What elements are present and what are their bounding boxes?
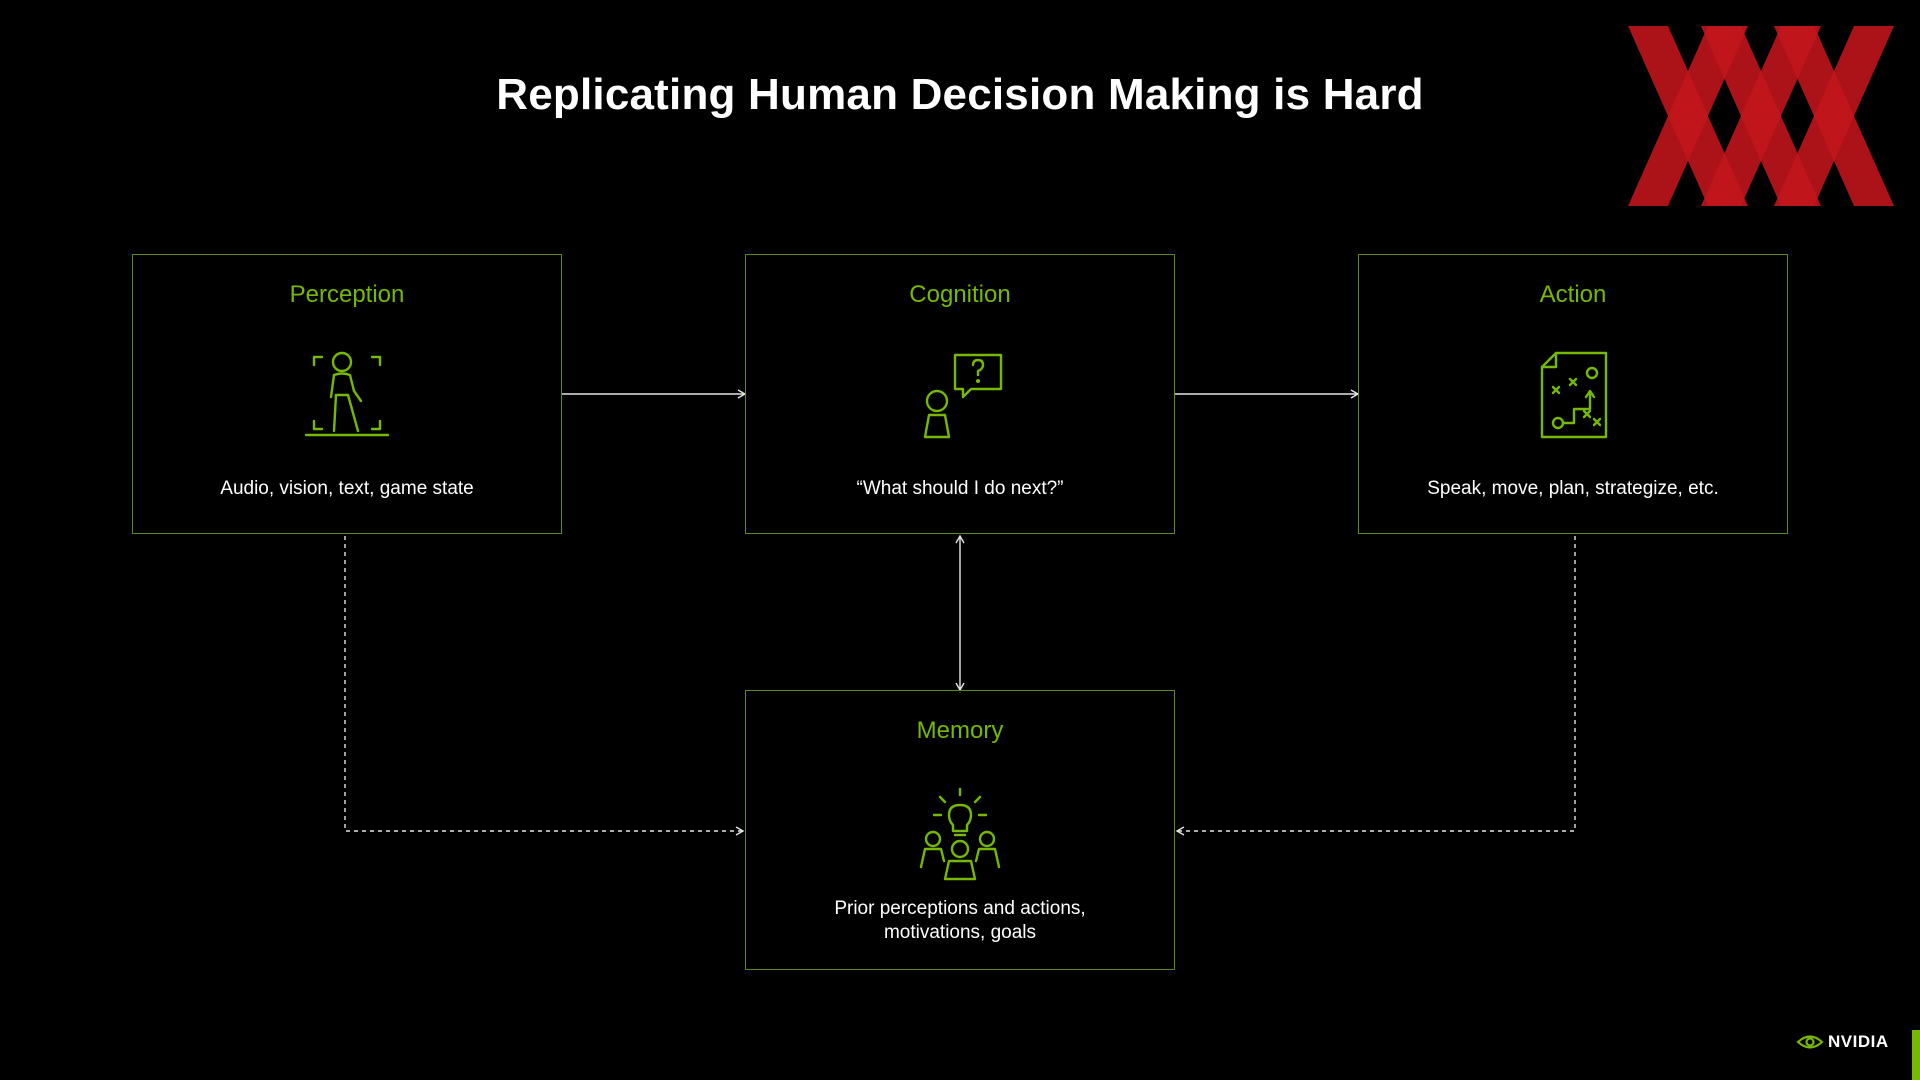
action-description: Speak, move, plan, strategize, etc. — [1427, 478, 1719, 499]
nvidia-logo: NVIDIA — [1796, 1032, 1889, 1052]
accent-bar — [1912, 1030, 1920, 1080]
perception-heading: Perception — [289, 281, 405, 308]
memory-node: Memory Prior perceptions and actions, mo… — [745, 690, 1175, 970]
person-walking-in-frame-icon — [304, 351, 390, 437]
nvidia-wordmark: NVIDIA — [1828, 1032, 1889, 1051]
person-thinking-question-icon — [923, 353, 1003, 439]
cognition-description: “What should I do next?” — [856, 478, 1064, 499]
perception-node: Perception Audio, vision, text, game sta… — [132, 254, 562, 534]
edge-action-to-memory — [1175, 536, 1576, 836]
xx-logo-icon — [1628, 26, 1894, 206]
slide-title: Replicating Human Decision Making is Har… — [496, 70, 1424, 119]
nvidia-eye-icon — [1796, 1035, 1824, 1049]
edge-perception-to-memory — [344, 536, 745, 836]
memory-heading: Memory — [916, 717, 1004, 744]
memory-description: Prior perceptions and actions, motivatio… — [834, 898, 1086, 943]
cognition-node: Cognition “What should I do next?” — [745, 254, 1175, 534]
action-node: Action Speak, move, plan, strategize, et… — [1358, 254, 1788, 534]
cognition-heading: Cognition — [909, 281, 1011, 308]
team-lightbulb-icon — [919, 787, 1001, 881]
action-heading: Action — [1539, 281, 1607, 308]
strategy-plan-document-icon — [1540, 351, 1608, 439]
perception-description: Audio, vision, text, game state — [220, 478, 474, 499]
